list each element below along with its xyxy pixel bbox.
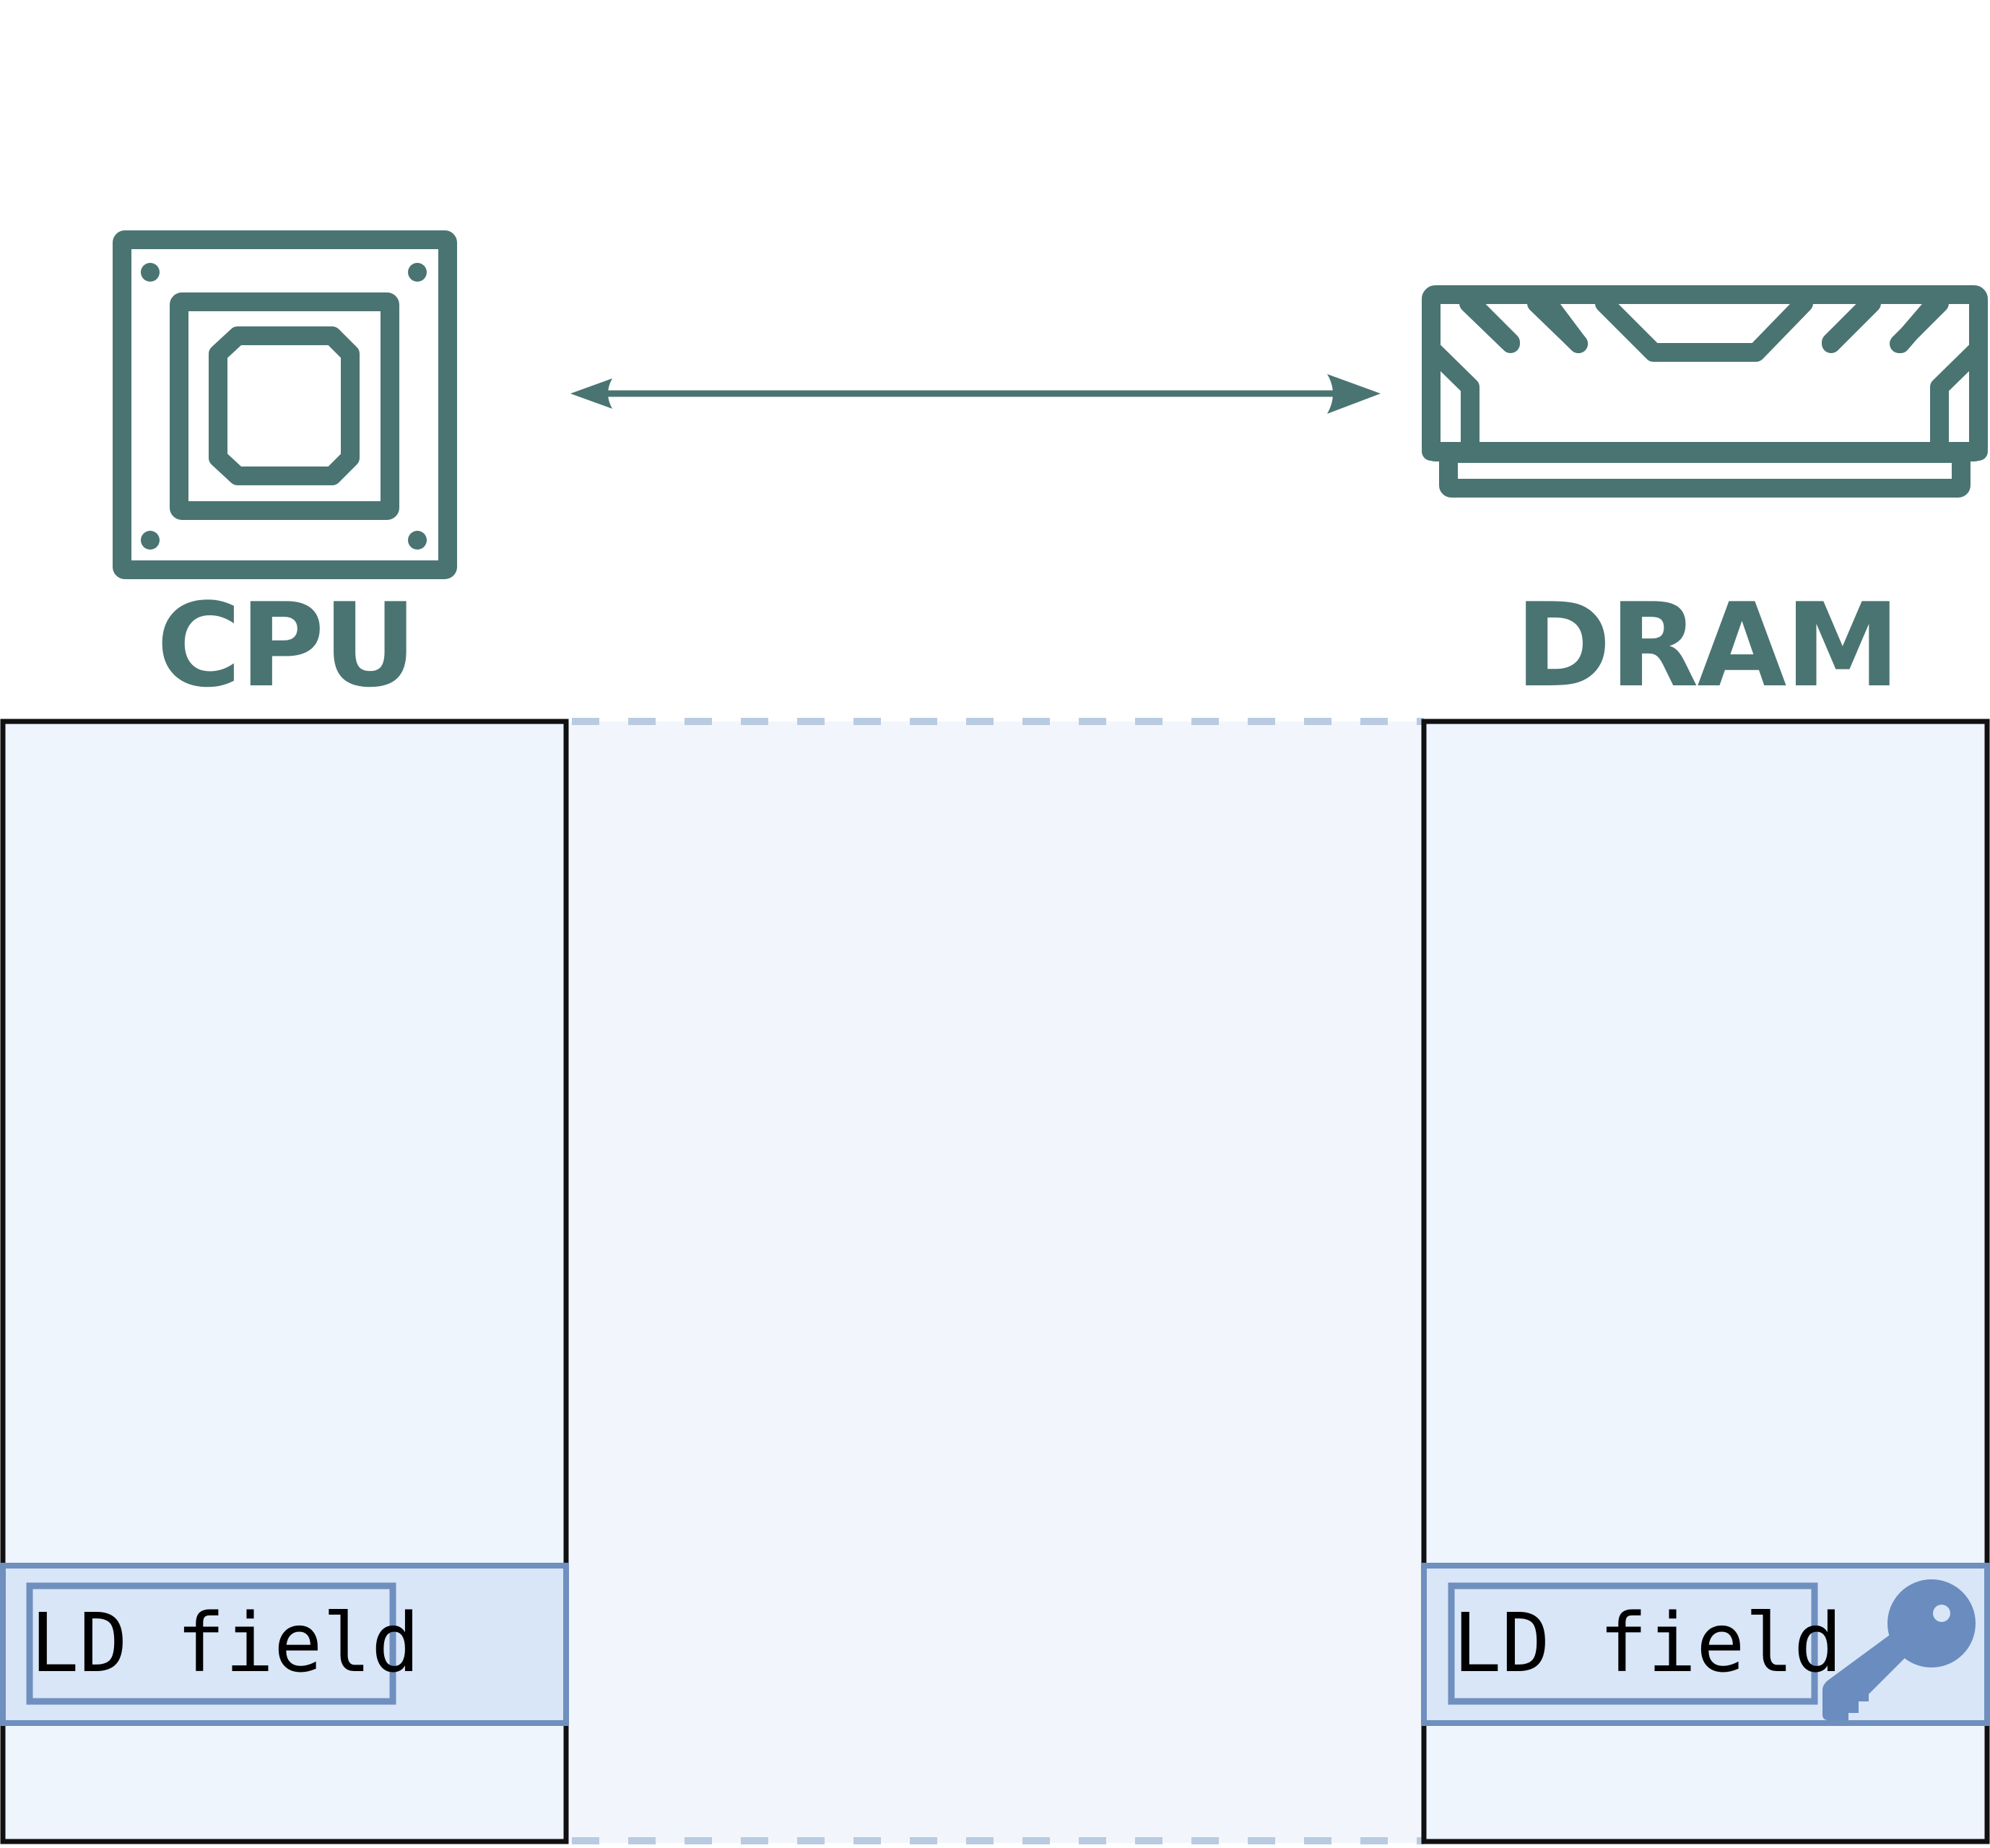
cpu-ld-field-box (26, 1582, 396, 1705)
memory-channel-region (566, 721, 1424, 1843)
cpu-ld-field-label: LD field (30, 1597, 420, 1691)
cpu-label: CPU (157, 578, 416, 713)
dram-label: DRAM (1515, 578, 1898, 713)
dram-ld-field-label: LD field (1453, 1597, 1842, 1691)
key-icon (1822, 1579, 1976, 1720)
dram-ld-field-box (1448, 1582, 1818, 1705)
ram-heatsink-fins (1459, 294, 1949, 353)
bidirectional-arrow-icon (570, 374, 1381, 414)
ram-module-icon (1422, 285, 1988, 498)
cpu-chip-icon (113, 230, 457, 579)
